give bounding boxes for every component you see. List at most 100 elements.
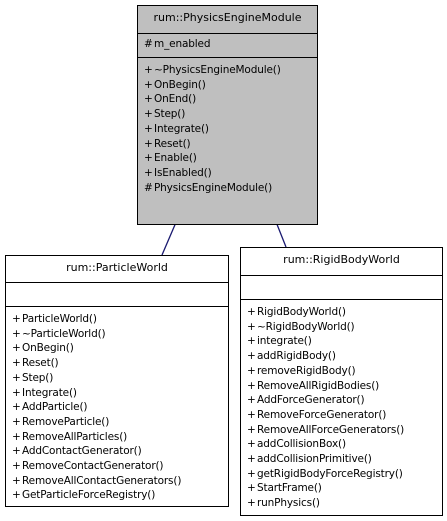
visibility-marker: +: [12, 460, 21, 473]
visibility-marker: +: [247, 394, 256, 407]
visibility-marker: +: [247, 306, 256, 318]
class-particle-world: rum::ParticleWorld +ParticleWorld() +~Pa…: [5, 255, 229, 507]
operation-label: removeRigidBody(): [257, 364, 356, 377]
operation-label: Reset(): [22, 357, 59, 370]
class-name-compartment: rum::RigidBodyWorld: [241, 248, 442, 275]
class-name-compartment: rum::ParticleWorld: [6, 256, 228, 282]
visibility-marker: +: [144, 64, 153, 76]
operation-item: +~PhysicsEngineModule(): [138, 63, 317, 78]
class-name: rum::ParticleWorld: [66, 261, 168, 274]
attribute-item: #m_enabled: [138, 37, 317, 52]
visibility-marker: +: [247, 453, 256, 466]
operation-label: Enable(): [154, 152, 197, 165]
class-rigid-body-world: rum::RigidBodyWorld +RigidBodyWorld() +~…: [240, 247, 443, 516]
operation-label: StartFrame(): [257, 482, 322, 495]
operation-label: AddForceGenerator(): [257, 394, 365, 407]
operation-label: runPhysics(): [257, 497, 320, 510]
operation-item: +Integrate(): [6, 386, 228, 401]
visibility-marker: +: [12, 474, 21, 487]
operations-compartment: +~PhysicsEngineModule() +OnBegin() +OnEn…: [138, 57, 317, 195]
operation-item: +RemoveAllContactGenerators(): [6, 474, 228, 489]
visibility-marker: +: [12, 430, 21, 443]
class-name: rum::RigidBodyWorld: [283, 253, 400, 266]
visibility-marker: +: [247, 497, 256, 510]
operation-label: AddContactGenerator(): [22, 445, 142, 458]
visibility-marker: +: [12, 342, 21, 355]
operation-item: +RemoveAllForceGenerators(): [241, 423, 442, 438]
operations-compartment: +RigidBodyWorld() +~RigidBodyWorld() +in…: [241, 299, 442, 511]
operation-item: +OnBegin(): [6, 341, 228, 356]
operation-item: +RemoveAllRigidBodies(): [241, 379, 442, 394]
visibility-marker: +: [247, 482, 256, 495]
class-physics-engine-module: rum::PhysicsEngineModule #m_enabled +~Ph…: [137, 5, 318, 225]
operation-item: +GetParticleForceRegistry(): [6, 488, 228, 503]
visibility-marker: +: [144, 78, 153, 91]
operation-item: +RigidBodyWorld(): [241, 305, 442, 320]
visibility-marker: #: [144, 38, 153, 50]
operation-item: +addCollisionBox(): [241, 437, 442, 452]
operation-item: +AddForceGenerator(): [241, 393, 442, 408]
visibility-marker: +: [247, 423, 256, 436]
operation-item: +~ParticleWorld(): [6, 327, 228, 342]
operation-label: Reset(): [154, 137, 191, 150]
visibility-marker: +: [144, 166, 153, 179]
operation-item: +addCollisionPrimitive(): [241, 452, 442, 467]
visibility-marker: +: [12, 371, 21, 384]
operation-label: RemoveForceGenerator(): [257, 408, 387, 421]
operation-item: +RemoveParticle(): [6, 415, 228, 430]
visibility-marker: +: [144, 108, 153, 121]
visibility-marker: +: [247, 467, 256, 480]
operation-label: RemoveAllContactGenerators(): [22, 474, 182, 487]
operation-label: RemoveAllRigidBodies(): [257, 379, 380, 392]
operation-label: PhysicsEngineModule(): [154, 181, 273, 194]
visibility-marker: +: [144, 137, 153, 150]
operation-label: Step(): [22, 371, 54, 384]
operation-label: getRigidBodyForceRegistry(): [257, 467, 403, 480]
attributes-compartment: [241, 275, 442, 299]
operation-label: OnBegin(): [154, 78, 206, 91]
operation-label: integrate(): [257, 335, 312, 348]
visibility-marker: +: [247, 438, 256, 451]
operation-item: +runPhysics(): [241, 496, 442, 511]
operation-item: +integrate(): [241, 334, 442, 349]
operation-label: ~RigidBodyWorld(): [257, 320, 355, 333]
visibility-marker: +: [12, 386, 21, 399]
visibility-marker: +: [247, 408, 256, 421]
operation-label: AddParticle(): [22, 401, 88, 414]
operation-item: +StartFrame(): [241, 481, 442, 496]
visibility-marker: +: [12, 401, 21, 414]
visibility-marker: +: [12, 313, 21, 325]
operation-label: addRigidBody(): [257, 350, 336, 363]
attributes-compartment: #m_enabled: [138, 33, 317, 57]
operation-item: +Enable(): [138, 151, 317, 166]
visibility-marker: +: [12, 357, 21, 370]
operation-item: +AddParticle(): [6, 400, 228, 415]
operation-label: RemoveAllForceGenerators(): [257, 423, 405, 436]
operation-item: +RemoveForceGenerator(): [241, 408, 442, 423]
operation-label: ~PhysicsEngineModule(): [154, 64, 281, 76]
operation-item: +RemoveAllParticles(): [6, 430, 228, 445]
operation-label: addCollisionBox(): [257, 438, 346, 451]
operation-item: +ParticleWorld(): [6, 312, 228, 327]
operation-item: +getRigidBodyForceRegistry(): [241, 467, 442, 482]
operation-label: Step(): [154, 108, 186, 121]
operation-item: +Integrate(): [138, 122, 317, 137]
operation-item: +removeRigidBody(): [241, 364, 442, 379]
operation-item: +OnBegin(): [138, 78, 317, 93]
visibility-marker: +: [144, 152, 153, 165]
operation-item: #PhysicsEngineModule(): [138, 181, 317, 196]
operation-item: +~RigidBodyWorld(): [241, 320, 442, 335]
visibility-marker: +: [12, 415, 21, 428]
operation-label: GetParticleForceRegistry(): [22, 489, 156, 502]
operation-label: RemoveParticle(): [22, 415, 110, 428]
operation-item: +Step(): [6, 371, 228, 386]
visibility-marker: #: [144, 181, 153, 194]
operation-label: IsEnabled(): [154, 166, 212, 179]
operation-item: +RemoveContactGenerator(): [6, 459, 228, 474]
class-name-compartment: rum::PhysicsEngineModule: [138, 6, 317, 33]
visibility-marker: +: [12, 327, 21, 340]
visibility-marker: +: [247, 364, 256, 377]
operations-compartment: +ParticleWorld() +~ParticleWorld() +OnBe…: [6, 306, 228, 503]
operation-item: +AddContactGenerator(): [6, 444, 228, 459]
operation-label: ParticleWorld(): [22, 313, 97, 325]
